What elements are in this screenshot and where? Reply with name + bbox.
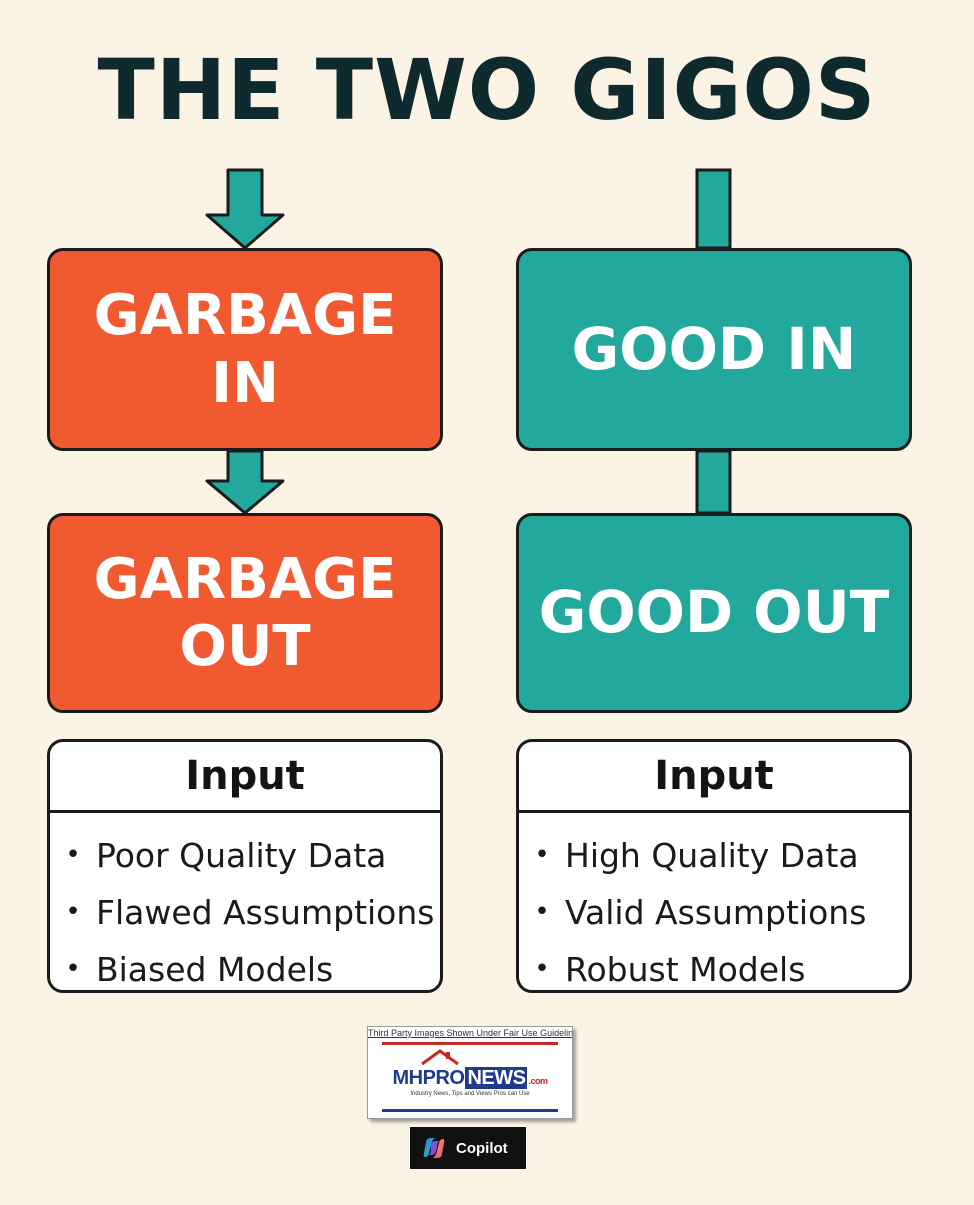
list-item: • Robust Models (519, 941, 909, 990)
house-roof-icon (421, 1049, 459, 1066)
list-item: • Flawed Assumptions (50, 884, 440, 941)
list-item: • High Quality Data (519, 827, 909, 884)
bullet-icon: • (65, 954, 81, 984)
list-item: • Poor Quality Data (50, 827, 440, 884)
bullet-icon: • (534, 840, 550, 870)
bullet-icon: • (65, 897, 81, 927)
list-item-text: Robust Models (565, 950, 806, 989)
list-item: • Valid Assumptions (519, 884, 909, 941)
logo-news: NEWS (465, 1067, 528, 1089)
copilot-logo-icon (423, 1138, 445, 1158)
input-list: • Poor Quality Data • Flawed Assumptions •… (50, 813, 440, 990)
garbage-in-line1: GARBAGE (93, 283, 397, 349)
good-out-label: GOOD OUT (538, 578, 890, 647)
garbage-in-line2: IN (211, 350, 279, 416)
mhpronews-badge: Third Party Images Shown Under Fair Use … (367, 1026, 573, 1119)
good-out-box: GOOD OUT (516, 513, 912, 713)
good-in-label: GOOD IN (571, 314, 857, 383)
good-input-panel: Input • High Quality Data • Valid Assumpti… (516, 739, 912, 993)
bullet-icon: • (534, 897, 550, 927)
logo-tagline: Industry News, Tips and Views Pros can U… (410, 1091, 530, 1097)
logo-mh: MH (392, 1067, 424, 1089)
logo-pro: PRO (422, 1067, 465, 1089)
bullet-icon: • (65, 840, 81, 870)
garbage-out-line2: OUT (179, 614, 311, 679)
list-item: • Biased Models (50, 941, 440, 990)
copilot-label: Copilot (456, 1139, 508, 1157)
down-arrow-icon (205, 168, 285, 250)
list-item-text: High Quality Data (565, 836, 859, 875)
down-arrow-icon (205, 449, 285, 515)
connector-bar (695, 168, 732, 250)
connector-bar (695, 449, 732, 515)
garbage-out-line1: GARBAGE (93, 546, 397, 612)
good-in-box: GOOD IN (516, 248, 912, 451)
list-item-text: Biased Models (96, 950, 334, 989)
list-item-text: Flawed Assumptions (96, 893, 435, 932)
copilot-badge: Copilot (410, 1127, 526, 1169)
page-title: THE TWO GIGOS (97, 41, 877, 139)
list-item-text: Poor Quality Data (96, 836, 387, 875)
panel-header: Input (50, 742, 440, 813)
logo-com: .com (528, 1076, 548, 1086)
garbage-in-box: GARBAGE IN (47, 248, 443, 451)
fair-use-caption: Third Party Images Shown Under Fair Use … (368, 1028, 573, 1038)
garbage-out-box: GARBAGE OUT (47, 513, 443, 713)
panel-header: Input (519, 742, 909, 813)
bullet-icon: • (534, 954, 550, 984)
input-list: • High Quality Data • Valid Assumptions • R… (519, 813, 909, 990)
garbage-input-panel: Input • Poor Quality Data • Flawed Assumpt… (47, 739, 443, 993)
list-item-text: Valid Assumptions (565, 893, 867, 932)
